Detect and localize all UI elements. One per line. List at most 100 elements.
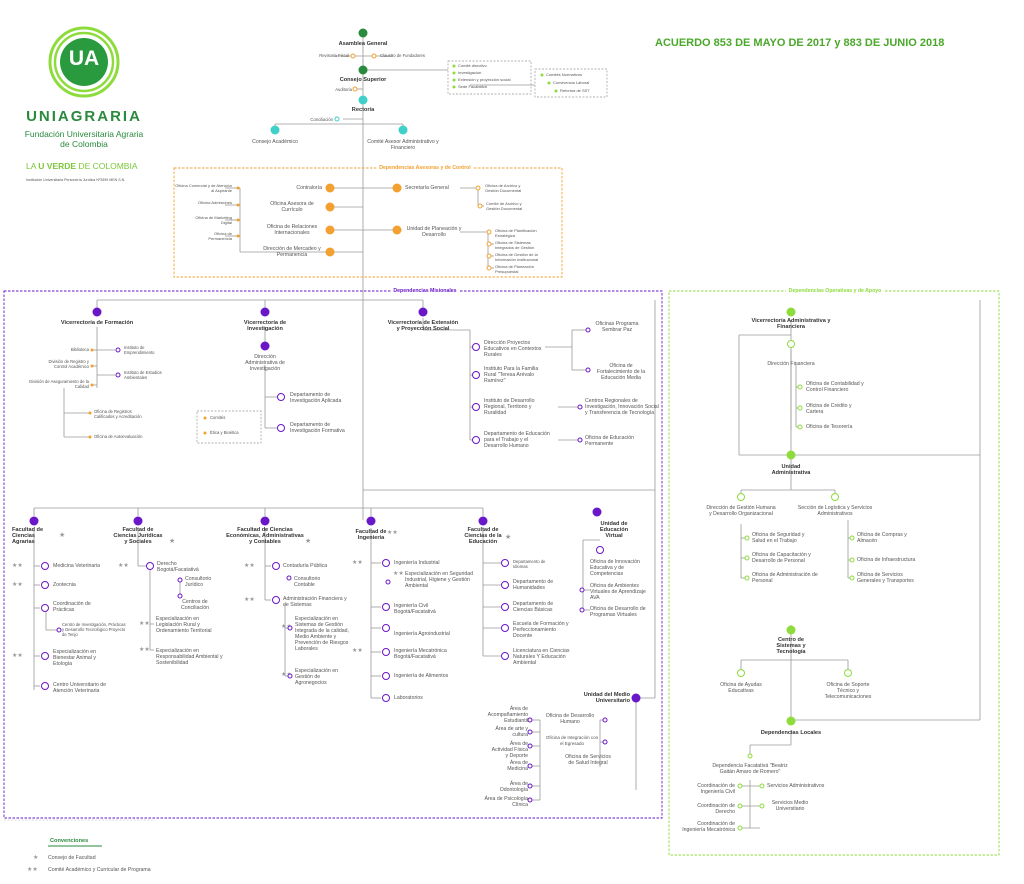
planeacion-item: Oficina de Gestión de la Información Ins… [495,252,539,262]
vinv-box-item: Ética y Bioética [210,430,239,435]
slog-label: Sección de Logística y Servicios Adminis… [797,505,873,517]
auditoria-node [352,86,358,92]
dgh-label: Dirección de Gestión Humana y Desarrollo… [706,505,776,517]
dirfin-item: Oficina de Tesorería [806,424,853,430]
uniagraria-logo-mark [48,26,120,98]
slogan-part-c: DE COLOMBIA [76,161,138,171]
fac-edu-item-node [501,624,509,632]
bullet-icon [90,348,94,352]
fac-agr-item-node [56,627,62,633]
uadm-label: Unidad Administrativa [771,464,811,476]
fac-ing-item-node [382,603,390,611]
secretaria-sub-node [475,185,481,191]
dfac-item-node [759,803,765,809]
mercadeo-node [325,247,335,257]
fac-agr-item: Coordinación de Prácticas [53,601,91,613]
planeacion-node [392,225,402,235]
advisory-left-item: Oficina Admisiones [197,200,232,205]
dirfin-node [787,340,795,348]
virt-item-node [596,546,604,554]
planeacion-item: Oficina de Planeación Presupuestal [495,264,534,274]
planeacion-item: Oficina de Sistemas Integrados de Gestió… [495,240,535,250]
vinv-dep-item: Departamento de Investigación Aplicada [290,392,342,404]
slogan-part-a: LA [26,161,39,171]
vext-item: Instituto de Desarrollo Regional, Territ… [484,398,535,416]
fac-agr-item-node [41,581,49,589]
slog-item-node [849,575,855,581]
vinv-dir-node [260,341,270,351]
fac-eco-item: Contaduría Pública [283,563,328,569]
vform-label: Vicerrectoría de Formación [60,320,134,326]
planeacion-item: Oficina de Planificación Estratégica [495,228,537,238]
star-pair-icon: ★★ [139,621,150,627]
dfac-item-node [737,803,743,809]
medio-right-node [602,717,608,723]
fac-ing-label: Facultad de Ingeniería [355,529,387,541]
fac-ing-item-node [382,559,390,567]
dirfin-item: Oficina de Contabilidad y Control Financ… [806,381,864,393]
fac-ing-node [366,516,376,526]
medio-node-sub [527,783,533,789]
vext-right-node [585,327,591,333]
dgh-item: Oficina de Administración de Personal [752,572,818,584]
vinv-dep-item: Departamento de Investigación Formativa [290,422,345,434]
logo-slogan: LA U VERDE DE COLOMBIA [26,162,138,171]
virt-item: Oficina de Innovación Educativa y de Com… [590,559,640,577]
committee-b-item: Comités Normativos [546,72,583,77]
medio-node-sub [527,729,533,735]
star-pair-icon: ★★ [12,653,23,659]
dfac-item-node [759,783,765,789]
committee-b-item: Reforma de SST [560,88,590,93]
medio-left-item: Área de Odontología [499,781,528,793]
fac-edu-item: Licenciatura en Ciencias Naturales Y Edu… [513,648,570,666]
curriculo-label: Oficina Asesora de Currículo [270,201,314,213]
cst-item-node [737,669,745,677]
medio-right-item: Oficina de Desarrollo Humano [545,713,595,725]
fac-ing-item: Ingeniería Industrial [394,560,440,566]
planeacion-sub-node [486,229,492,235]
revisoria-fiscal: Revisoría Fiscal [319,53,349,58]
planeacion-sub-node [486,241,492,247]
bullet-icon [88,435,92,439]
dfac-right-item: Servicios Administrativos [767,783,825,789]
fac-ing-item-node [382,694,390,702]
bullet-icon [88,411,92,415]
fac-jur-item: Especialización en Responsabilidad Ambie… [156,648,223,666]
dirfin-item-node [797,405,803,411]
star-icon: ★ [169,538,176,545]
bullet-icon [203,416,207,420]
relaciones-label: Oficina de Relaciones Internacionales [266,224,318,236]
consejo-academico-node [270,125,280,135]
legend-item-1: Consejo de Facultad [48,855,96,861]
revisoria-node [350,53,356,59]
vext-node-item [472,343,480,351]
planeacion-sub-node [486,253,492,259]
bullet-icon [236,186,240,190]
fac-eco-item-node [272,596,280,604]
fac-jur-item-node [177,577,183,583]
slog-node [831,493,839,501]
star-pair-icon: ★★ [12,563,23,569]
bullet-icon [203,431,207,435]
cst-item: Oficina de Ayudas Educativas [720,682,762,694]
advisory-header: Dependencias Asesoras y de Control [376,165,474,171]
logo-initials: UA [68,47,100,70]
vform-left-item: Biblioteca [70,347,89,352]
committee-a-item: Extensión y proyección social [458,77,511,82]
star-pair-icon: ★★ [244,597,255,603]
slog-item-node [849,535,855,541]
secretaria-item: Comité de Archivo y Gestión Documental [486,201,523,211]
consejo-node [358,65,368,75]
logo-legal: Institución Universitaria Personería Jur… [26,178,126,182]
agreement-title: ACUERDO 853 DE MAYO DE 2017 y 883 DE JUN… [655,37,945,49]
vform-left-item: División de Aseguramiento de la Calidad [29,379,89,389]
virt-item-node [579,587,585,593]
fac-agr-item: Medicina Veterinaria [53,563,101,569]
secretaria-node [392,183,402,193]
medio-left-item: Área de arte y cultura [495,726,528,738]
vext-right-item: Oficina de Educación Permanente [585,435,635,447]
vext-right-item: Oficina de Fortalecimiento de la Educaci… [596,363,646,381]
medio-right-item: Oficina de Integración con el Egresado [545,735,599,746]
comite-financiero-label: Comité Asesor Administrativo y Financier… [367,139,439,151]
fac-edu-item: Departamento de Idiomas [513,559,546,569]
